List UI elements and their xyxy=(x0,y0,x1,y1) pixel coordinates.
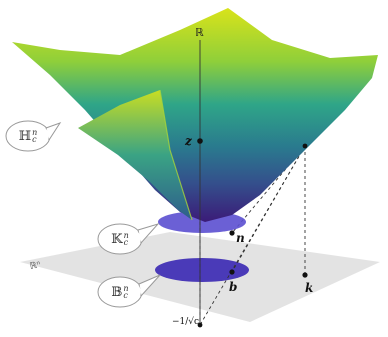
point-b xyxy=(229,269,235,275)
hyperboloid-notch xyxy=(78,90,192,220)
r-axis-label: ℝ xyxy=(195,26,204,39)
point-k xyxy=(302,272,308,278)
b-label: b xyxy=(229,280,238,294)
bubble-klein xyxy=(97,223,160,255)
z-label: z xyxy=(185,134,192,148)
k-label: k xyxy=(305,281,314,295)
hyperboloid-back xyxy=(12,8,378,222)
poincare-disk xyxy=(155,258,249,282)
neg-inv-sqrt-c-label: −1/√c xyxy=(172,317,200,327)
bubble-hyperboloid xyxy=(5,120,62,152)
point-hyp xyxy=(302,143,308,149)
bubble-poincare xyxy=(97,274,161,308)
point-n xyxy=(229,230,235,236)
hyperboloid-notch-edge xyxy=(159,89,193,221)
n-label: n xyxy=(236,231,245,245)
point-origin xyxy=(197,322,203,328)
point-z xyxy=(197,138,203,144)
